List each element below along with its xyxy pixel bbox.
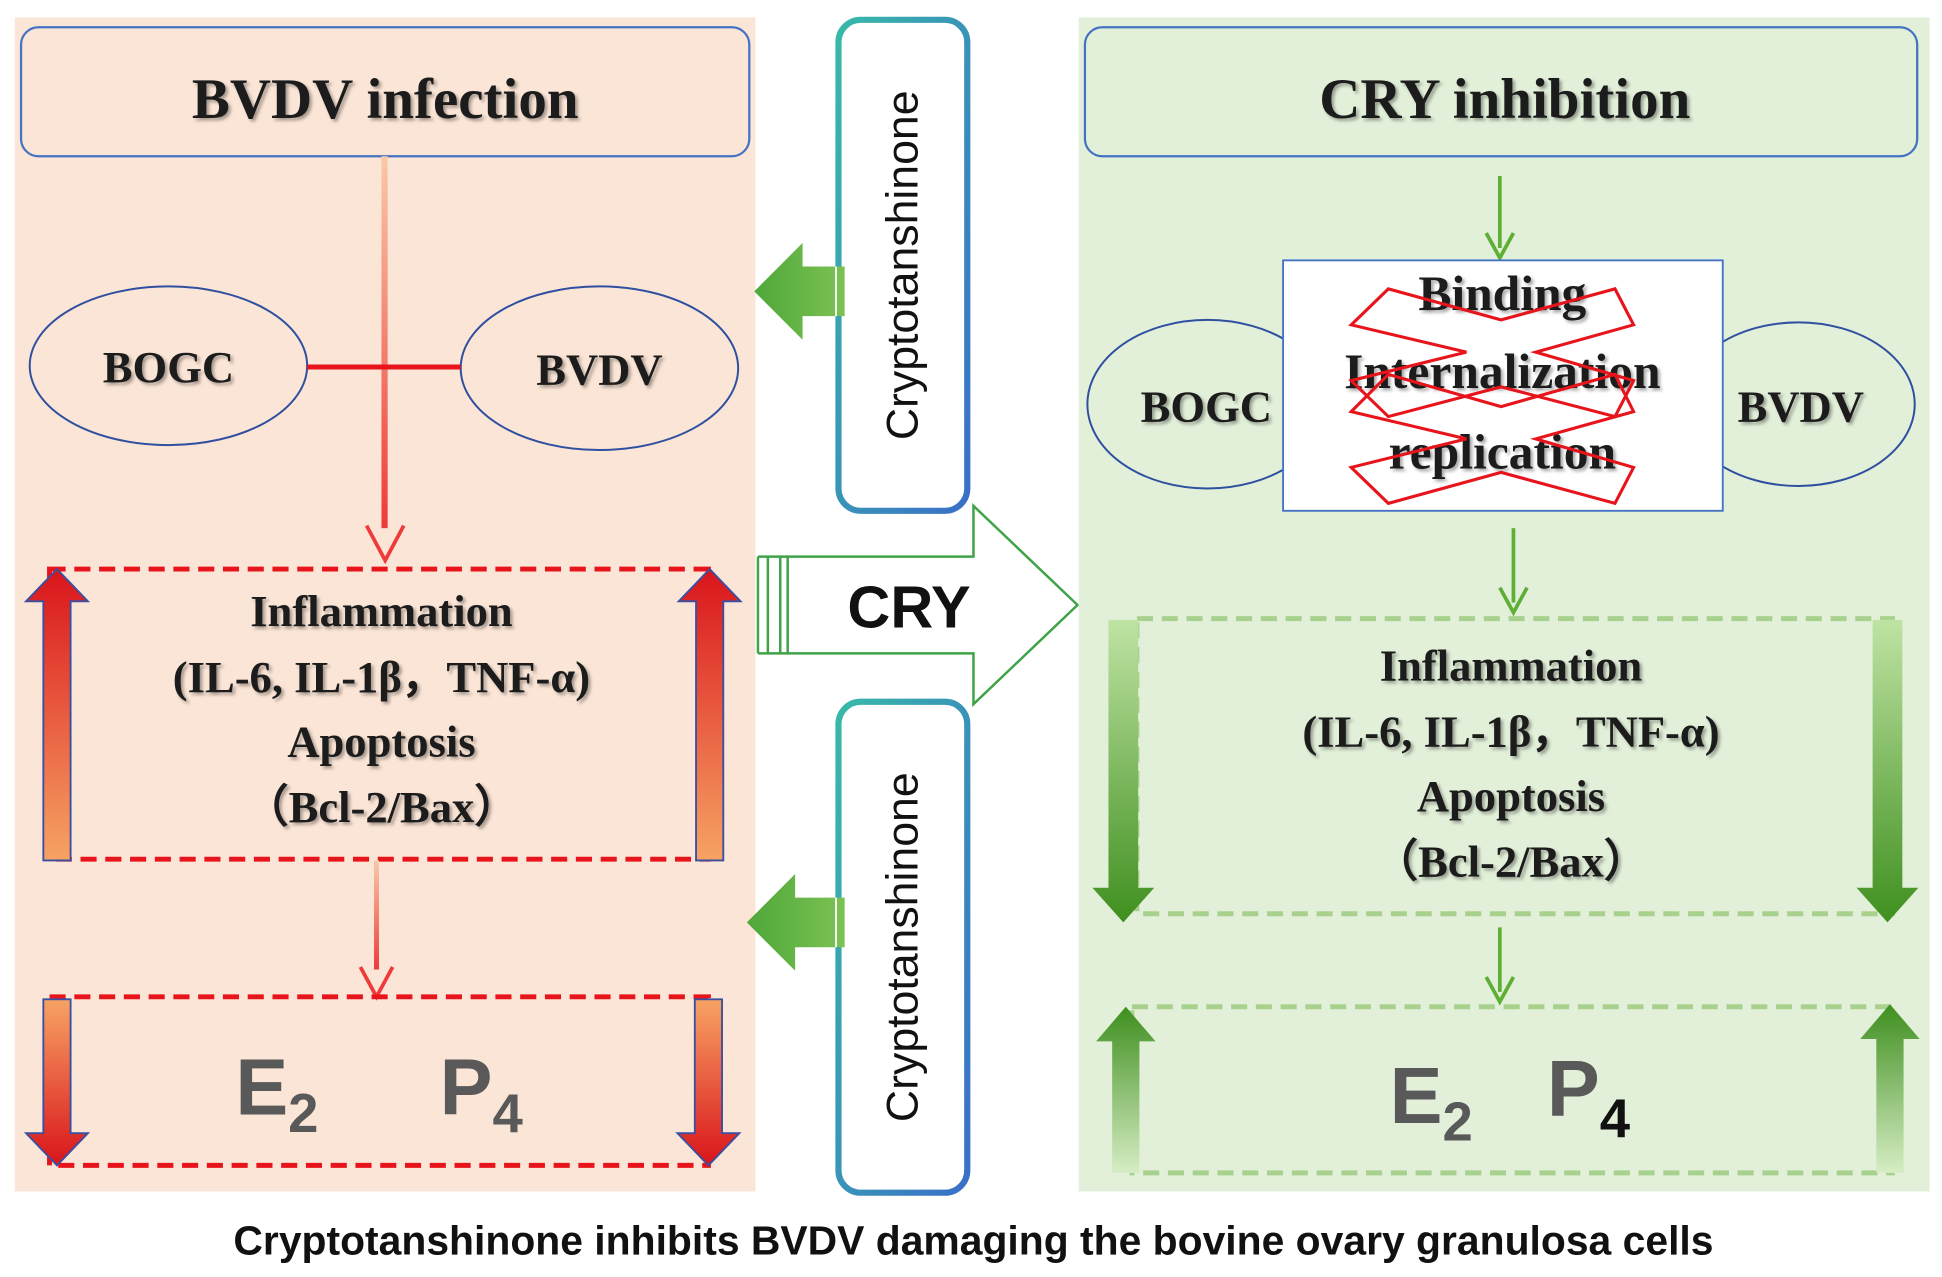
left-flow-line <box>381 156 388 529</box>
right-hormone-p: P4 <box>1547 1044 1631 1149</box>
right-effects-line4: （Bcl-2/Bax） <box>1374 837 1649 887</box>
left-effects-up-arrow-1 <box>23 567 91 862</box>
left-bogc-label: BOGC <box>103 342 234 392</box>
blocked-step-binding: Binding <box>1418 266 1586 321</box>
left-flow-arrowhead <box>364 524 406 565</box>
right-hormone-e: E2 <box>1390 1051 1473 1152</box>
left-effects-line2: (IL-6, IL-1β，TNF-α) <box>173 652 590 702</box>
right-flow-arrowhead-2 <box>1498 586 1529 617</box>
right-effects-down-arrow-1 <box>1092 619 1155 923</box>
right-hormones-up-arrow-1 <box>1096 1006 1156 1173</box>
left-hormone-e: E2 <box>235 1043 318 1144</box>
figure-caption: Cryptotanshinone inhibits BVDV damaging … <box>233 1218 1713 1264</box>
left-title: BVDV infection <box>192 68 579 131</box>
center-column: Cryptotanshinone CRY Cryptotanshinone <box>746 16 1080 1196</box>
left-bvdv-label: BVDV <box>536 344 662 394</box>
right-panel: CRY inhibition BOGC BVDV Binding Interna… <box>1078 17 1930 1192</box>
blocked-x-bottom-icon <box>1348 372 1636 506</box>
right-panel-background <box>1078 17 1930 1192</box>
cry-arrow-icon <box>786 502 1080 708</box>
cry-arrow-label: CRY <box>847 573 970 640</box>
right-flow-arrowhead-1 <box>1484 232 1516 262</box>
drug-box-top <box>835 16 971 514</box>
drug-arrow-bottom-icon <box>746 874 845 971</box>
right-flow-arrowhead-3 <box>1484 976 1516 1006</box>
right-effects-line2: (IL-6, IL-1β，TNF-α) <box>1302 706 1719 756</box>
drug-label-top: Cryptotanshinone <box>879 90 928 440</box>
right-title: CRY inhibition <box>1319 68 1690 131</box>
drug-label-bottom: Cryptotanshinone <box>879 772 928 1122</box>
right-effects-line3: Apoptosis <box>1417 771 1605 821</box>
right-effects-down-arrow-2 <box>1856 619 1919 923</box>
right-effects-line1: Inflammation <box>1380 641 1643 691</box>
drug-arrow-top-icon <box>754 243 845 340</box>
left-effects-line1: Inflammation <box>250 586 513 636</box>
left-effects-line4: （Bcl-2/Bax） <box>244 782 519 832</box>
right-bvdv-label: BVDV <box>1738 382 1864 432</box>
right-title-box <box>1083 26 1919 158</box>
left-flow-line-2 <box>374 860 379 970</box>
left-effects-up-arrow-2 <box>676 567 743 862</box>
right-hormones-up-arrow-2 <box>1860 1004 1920 1173</box>
right-bogc-label: BOGC <box>1141 382 1272 432</box>
blocked-x-top-icon <box>1348 287 1636 419</box>
left-hormone-p: P4 <box>440 1043 524 1144</box>
left-hormones-down-arrow-2 <box>675 998 742 1167</box>
left-effects-line3: Apoptosis <box>287 716 475 766</box>
left-hormones-down-arrow-1 <box>23 998 91 1167</box>
left-panel: BVDV infection BOGC BVDV Inflammation (I… <box>14 17 756 1192</box>
